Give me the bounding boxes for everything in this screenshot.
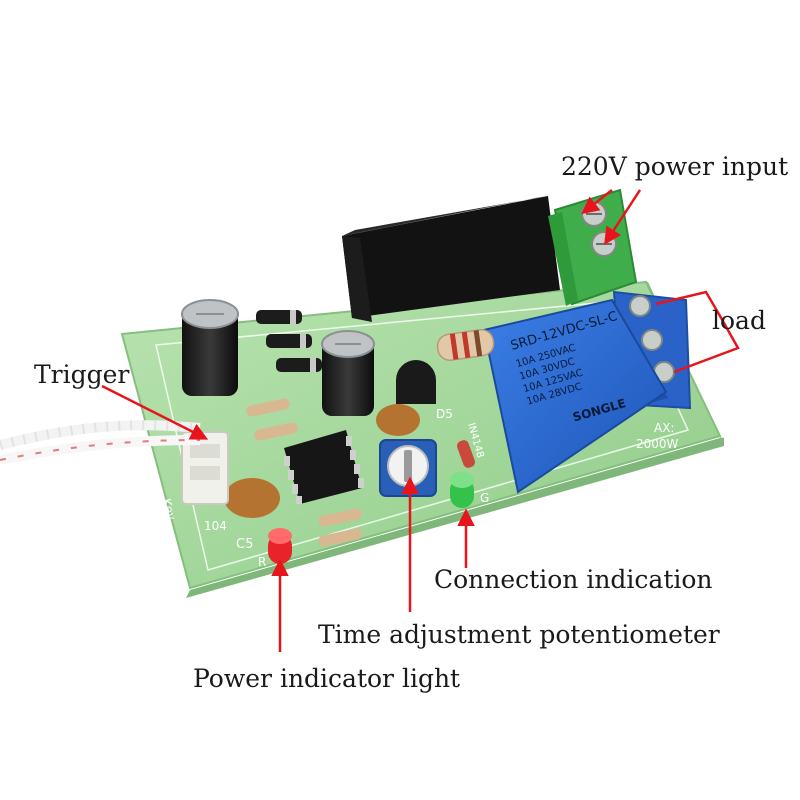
red-led (268, 528, 292, 564)
trigger-connector (181, 431, 229, 505)
label-connection-indication: Connection indication (434, 565, 713, 594)
label-trigger: Trigger (34, 360, 130, 389)
capacitor-large (182, 310, 238, 396)
label-power-input: 220V power input (561, 152, 789, 181)
label-power-indicator: Power indicator light (193, 664, 461, 693)
bracket-load (655, 290, 740, 374)
relay-body (482, 298, 668, 494)
power-resistor (436, 329, 495, 361)
transistor (396, 360, 436, 404)
power-module-front (342, 236, 372, 322)
silk-led-g: G (480, 491, 489, 505)
ceramic-capacitor-2 (376, 404, 420, 436)
diode-array (256, 310, 322, 372)
power-module-side (342, 196, 560, 318)
load-screw-1 (629, 295, 651, 317)
arrow-trigger (101, 384, 209, 440)
silk-max-power: 2000W (636, 437, 679, 451)
ic-chip (284, 430, 364, 504)
silk-key: Key (159, 497, 178, 522)
diode-d5 (456, 440, 476, 468)
callout-arrows (101, 189, 740, 652)
capacitor-small (322, 340, 374, 416)
resistors (246, 398, 362, 547)
trigger-cable (0, 420, 201, 450)
silk-diode-ref: D5 (436, 407, 453, 421)
silk-cap-ref: C5 (236, 537, 253, 552)
silk-led-r: R (258, 555, 266, 569)
time-potentiometer (379, 439, 437, 497)
load-screw-2 (641, 329, 663, 351)
label-load: load (712, 306, 766, 335)
arrow-input-2 (604, 189, 642, 245)
silk-cap-code: 104 (204, 519, 227, 533)
arrow-input-1 (581, 189, 613, 215)
ceramic-capacitor-c5 (224, 478, 280, 518)
green-led (450, 472, 474, 508)
label-time-adjustment: Time adjustment potentiometer (318, 620, 720, 649)
silk-max-label: AX: (654, 421, 674, 435)
